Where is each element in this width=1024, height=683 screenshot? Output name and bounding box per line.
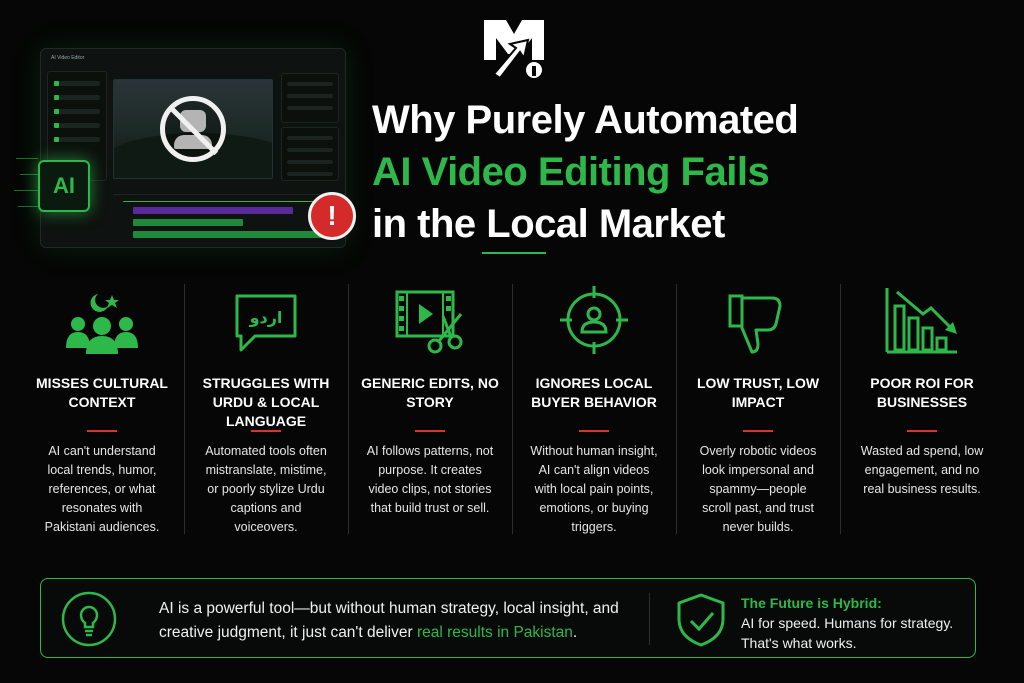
- alert-icon: !: [308, 192, 356, 240]
- shield-check-icon: [677, 593, 725, 647]
- headline-line-2: AI Video Editing Fails: [372, 150, 770, 194]
- reason-poor-roi: POOR ROI FOR BUSINESSES Wasted ad spend,…: [840, 278, 1004, 538]
- brand-logo: [484, 20, 544, 80]
- reason-heading: GENERIC EDITS, NO STORY: [361, 375, 499, 410]
- reason-body: AI can't understand local trends, humor,…: [44, 444, 160, 534]
- reason-low-trust: LOW TRUST, LOW IMPACT Overly robotic vid…: [676, 278, 840, 538]
- lightbulb-icon: [61, 591, 117, 647]
- target-person-icon: [560, 286, 628, 354]
- people-crescent-icon: [66, 294, 138, 354]
- editor-panel-top: [281, 73, 339, 123]
- reason-heading: POOR ROI FOR BUSINESSES: [870, 375, 974, 410]
- circuit-line: [18, 206, 38, 207]
- reason-divider: [907, 430, 937, 432]
- video-preview: [113, 79, 273, 179]
- reason-generic-edits: GENERIC EDITS, NO STORY AI follows patte…: [348, 278, 512, 538]
- circuit-line: [20, 174, 38, 175]
- footer-message: AI is a powerful tool—but without human …: [159, 597, 659, 645]
- no-robot-icon: [160, 96, 226, 162]
- reason-divider: [415, 430, 445, 432]
- footer-hybrid-line-2: That's what works.: [741, 635, 857, 651]
- reason-heading: STRUGGLES WITH URDU & LOCAL LANGUAGE: [202, 375, 330, 429]
- reason-divider: [251, 430, 281, 432]
- reason-divider: [579, 430, 609, 432]
- headline-line-3: in the Local Market: [372, 202, 725, 246]
- footer-hybrid: The Future is Hybrid: AI for speed. Huma…: [741, 593, 971, 653]
- footer-hybrid-heading: The Future is Hybrid:: [741, 595, 882, 611]
- reason-body: Without human insight, AI can't align vi…: [530, 444, 658, 534]
- headline: Why Purely Automated AI Video Editing Fa…: [372, 94, 892, 250]
- urdu-label: اردو: [249, 308, 283, 327]
- editor-panel-bottom: [281, 127, 339, 181]
- reason-body: AI follows patterns, not purpose. It cre…: [366, 444, 494, 515]
- reason-heading: LOW TRUST, LOW IMPACT: [696, 375, 820, 410]
- reason-cultural-context: MISSES CULTURAL CONTEXT AI can't underst…: [20, 278, 184, 538]
- headline-line-1: Why Purely Automated: [372, 98, 799, 142]
- urdu-speech-bubble-icon: اردو: [235, 294, 297, 352]
- failure-reasons: MISSES CULTURAL CONTEXT AI can't underst…: [20, 278, 1004, 538]
- reason-heading: IGNORES LOCAL BUYER BEHAVIOR: [531, 375, 657, 410]
- reason-heading: MISSES CULTURAL CONTEXT: [36, 375, 168, 410]
- editor-window-title: AI Video Editor: [51, 55, 85, 61]
- circuit-line: [16, 158, 38, 159]
- reason-body: Automated tools often mistranslate, mist…: [205, 444, 327, 534]
- footer-message-text: AI is a powerful tool—but without human …: [159, 600, 619, 641]
- ai-chip-icon: AI: [38, 160, 90, 212]
- circuit-line: [14, 190, 38, 191]
- editor-timeline: [113, 194, 351, 242]
- footer-hybrid-line-1: AI for speed. Humans for strategy.: [741, 615, 954, 631]
- reason-body: Overly robotic videos look impersonal an…: [699, 444, 817, 534]
- footer-callout: AI is a powerful tool—but without human …: [40, 578, 976, 658]
- film-scissors-icon: [395, 290, 463, 354]
- footer-divider: [649, 593, 650, 645]
- headline-underline: [482, 252, 546, 254]
- footer-highlight: real results in Pakistan: [416, 624, 573, 641]
- reason-divider: [743, 430, 773, 432]
- reason-divider: [87, 430, 117, 432]
- reason-body: Wasted ad spend, low engagement, and no …: [860, 444, 984, 496]
- thumbs-down-icon: [728, 294, 782, 354]
- editor-mockup: AI Video Editor AI !: [10, 40, 360, 270]
- reason-urdu-language: اردو STRUGGLES WITH URDU & LOCAL LANGUAG…: [184, 278, 348, 538]
- footer-message-end: .: [572, 624, 578, 641]
- declining-chart-icon: [885, 288, 957, 354]
- reason-buyer-behavior: IGNORES LOCAL BUYER BEHAVIOR Without hum…: [512, 278, 676, 538]
- editor-window: AI Video Editor: [40, 48, 351, 248]
